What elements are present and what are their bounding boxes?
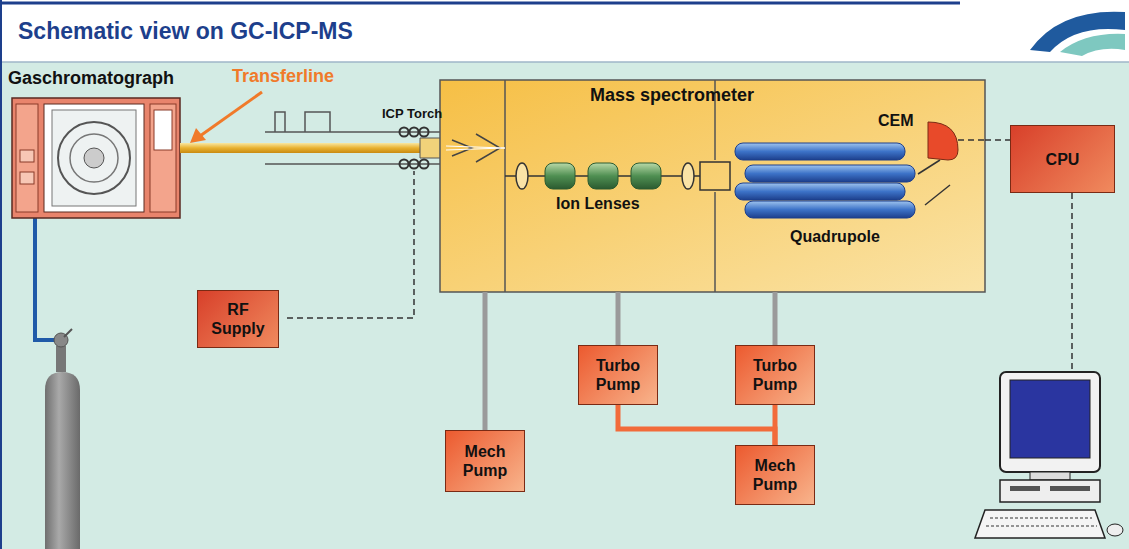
box-label: Turbo Pump (587, 356, 649, 394)
part-label: Ion Lenses (556, 195, 640, 213)
connector (485, 292, 486, 430)
gc-instrument: Gaschromatograph (8, 64, 188, 220)
rf-supply-box: RF Supply (197, 290, 279, 348)
pump-box: Turbo Pump (735, 345, 815, 405)
heading: Mass spectrometer (590, 85, 754, 106)
connector (618, 292, 619, 345)
connector (775, 292, 776, 345)
part-label: Quadrupole (790, 228, 880, 246)
box-label: Mech Pump (744, 456, 806, 494)
connector (775, 405, 776, 445)
pump-box: Turbo Pump (578, 345, 658, 405)
box-label: RF Supply (206, 300, 270, 338)
pump-box: Mech Pump (735, 445, 815, 505)
box-label: CPU (1046, 150, 1080, 169)
part-label: ICP Torch (382, 106, 442, 121)
part-label: Transferline (232, 66, 334, 87)
mass-spectrometer-housing: Mass spectrometer (440, 80, 985, 292)
box-label: Mech Pump (454, 442, 516, 480)
cpu-box: CPU (1010, 125, 1115, 193)
slide-title: Schematic view on GC-ICP-MS (18, 18, 353, 45)
connector (618, 405, 775, 445)
part-label: CEM (878, 112, 914, 130)
connector (985, 140, 1010, 141)
pump-box: Mech Pump (445, 430, 525, 492)
heading: Gaschromatograph (8, 68, 174, 89)
box-label: Turbo Pump (744, 356, 806, 394)
